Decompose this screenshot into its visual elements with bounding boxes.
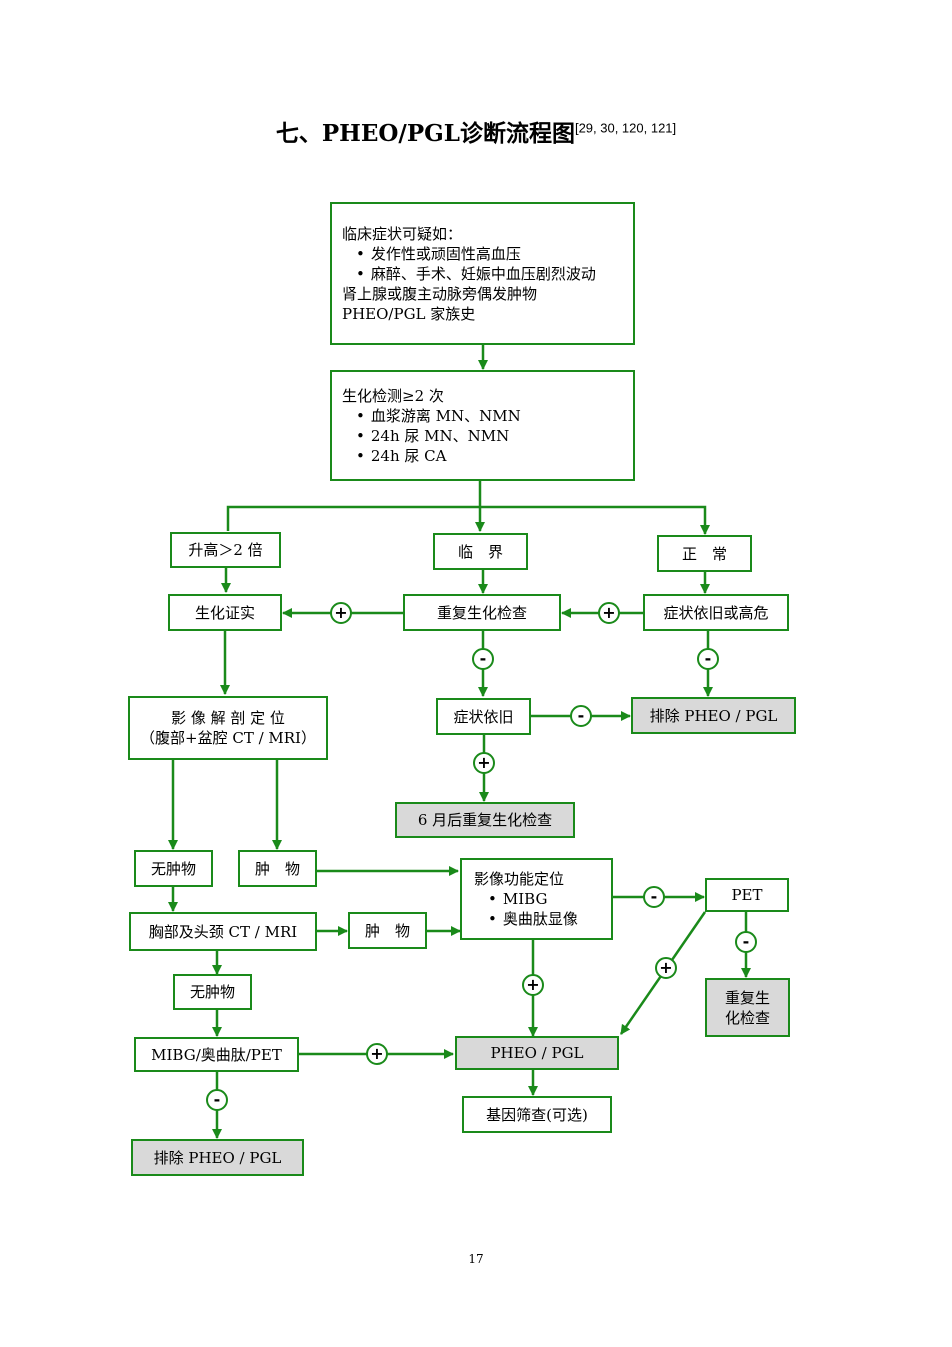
biochem-heading: 生化检测≥2 次 [342,386,444,405]
mibg-octreotide-pet-box: MIBG/奥曲肽/PET [134,1037,299,1072]
minus-sign: - [570,705,592,727]
normal-box: 正 常 [657,535,752,572]
symptoms-high-risk-box: 症状依旧或高危 [643,594,789,631]
tumor-box-2: 肿 物 [348,912,427,949]
pheo-pgl-box: PHEO / PGL [455,1036,619,1070]
imaging-anat-line2: （腹部+盆腔 CT / MRI） [140,729,316,747]
plus-sign: + [598,602,620,624]
functional-heading: 影像功能定位 [474,870,565,888]
clinical-line: 肾上腺或腹主动脉旁偶发肿物 [342,284,538,303]
elevated-box: 升高＞2 倍 [170,532,281,568]
plus-sign: + [473,752,495,774]
minus-sign: - [472,648,494,670]
plus-sign: + [655,957,677,979]
tumor-box-1: 肿 物 [238,850,317,887]
page-number: 17 [468,1252,484,1266]
clinical-heading: 临床症状可疑如： [342,224,463,243]
biochem-confirmed-box: 生化证实 [168,594,282,631]
clinical-symptoms-box: 临床症状可疑如： 发作性或顽固性高血压 麻醉、手术、妊娠中血压剧烈波动 肾上腺或… [330,202,635,345]
minus-sign: - [735,931,757,953]
page-title: 七、PHEO/PGL诊断流程图[29, 30, 120, 121] [0,114,952,148]
minus-sign: - [697,648,719,670]
no-tumor-box-2: 无肿物 [173,974,252,1010]
clinical-item: 麻醉、手术、妊娠中血压剧烈波动 [342,264,596,284]
exclude-pheo-top-box: 排除 PHEO / PGL [631,697,796,734]
imaging-anat-line1: 影 像 解 剖 定 位 [171,709,285,727]
pet-box: PET [705,878,789,912]
imaging-anatomic-box: 影 像 解 剖 定 位 （腹部+盆腔 CT / MRI） [128,696,328,760]
minus-sign: - [643,886,665,908]
biochem-test-box: 生化检测≥2 次 血浆游离 MN、NMN 24h 尿 MN、NMN 24h 尿 … [330,370,635,481]
gene-screening-box: 基因筛查(可选) [462,1096,612,1133]
functional-imaging-box: 影像功能定位 MIBG 奥曲肽显像 [460,858,613,940]
biochem-item: 24h 尿 CA [342,446,521,466]
title-text: 七、PHEO/PGL诊断流程图 [275,120,575,147]
chest-head-neck-ct-box: 胸部及头颈 CT / MRI [129,912,317,951]
no-tumor-box-1: 无肿物 [134,850,213,887]
minus-sign: - [206,1089,228,1111]
functional-item: 奥曲肽显像 [474,909,578,929]
title-refs: [29, 30, 120, 121] [574,120,677,136]
biochem-item: 24h 尿 MN、NMN [342,426,521,446]
plus-sign: + [522,974,544,996]
clinical-line: PHEO/PGL 家族史 [342,304,476,323]
symptoms-persist-box: 症状依旧 [436,698,531,735]
functional-item: MIBG [474,889,578,909]
plus-sign: + [366,1043,388,1065]
repeat-biochem-box: 重复生化检查 [403,594,561,631]
exclude-pheo-bottom-box: 排除 PHEO / PGL [131,1139,304,1176]
clinical-item: 发作性或顽固性高血压 [342,244,596,264]
plus-sign: + [330,602,352,624]
biochem-item: 血浆游离 MN、NMN [342,406,521,426]
repeat-6-months-box: 6 月后重复生化检查 [395,802,575,838]
repeat-biochem-box-2: 重复生化检查 [705,978,790,1037]
borderline-box: 临 界 [433,533,528,570]
